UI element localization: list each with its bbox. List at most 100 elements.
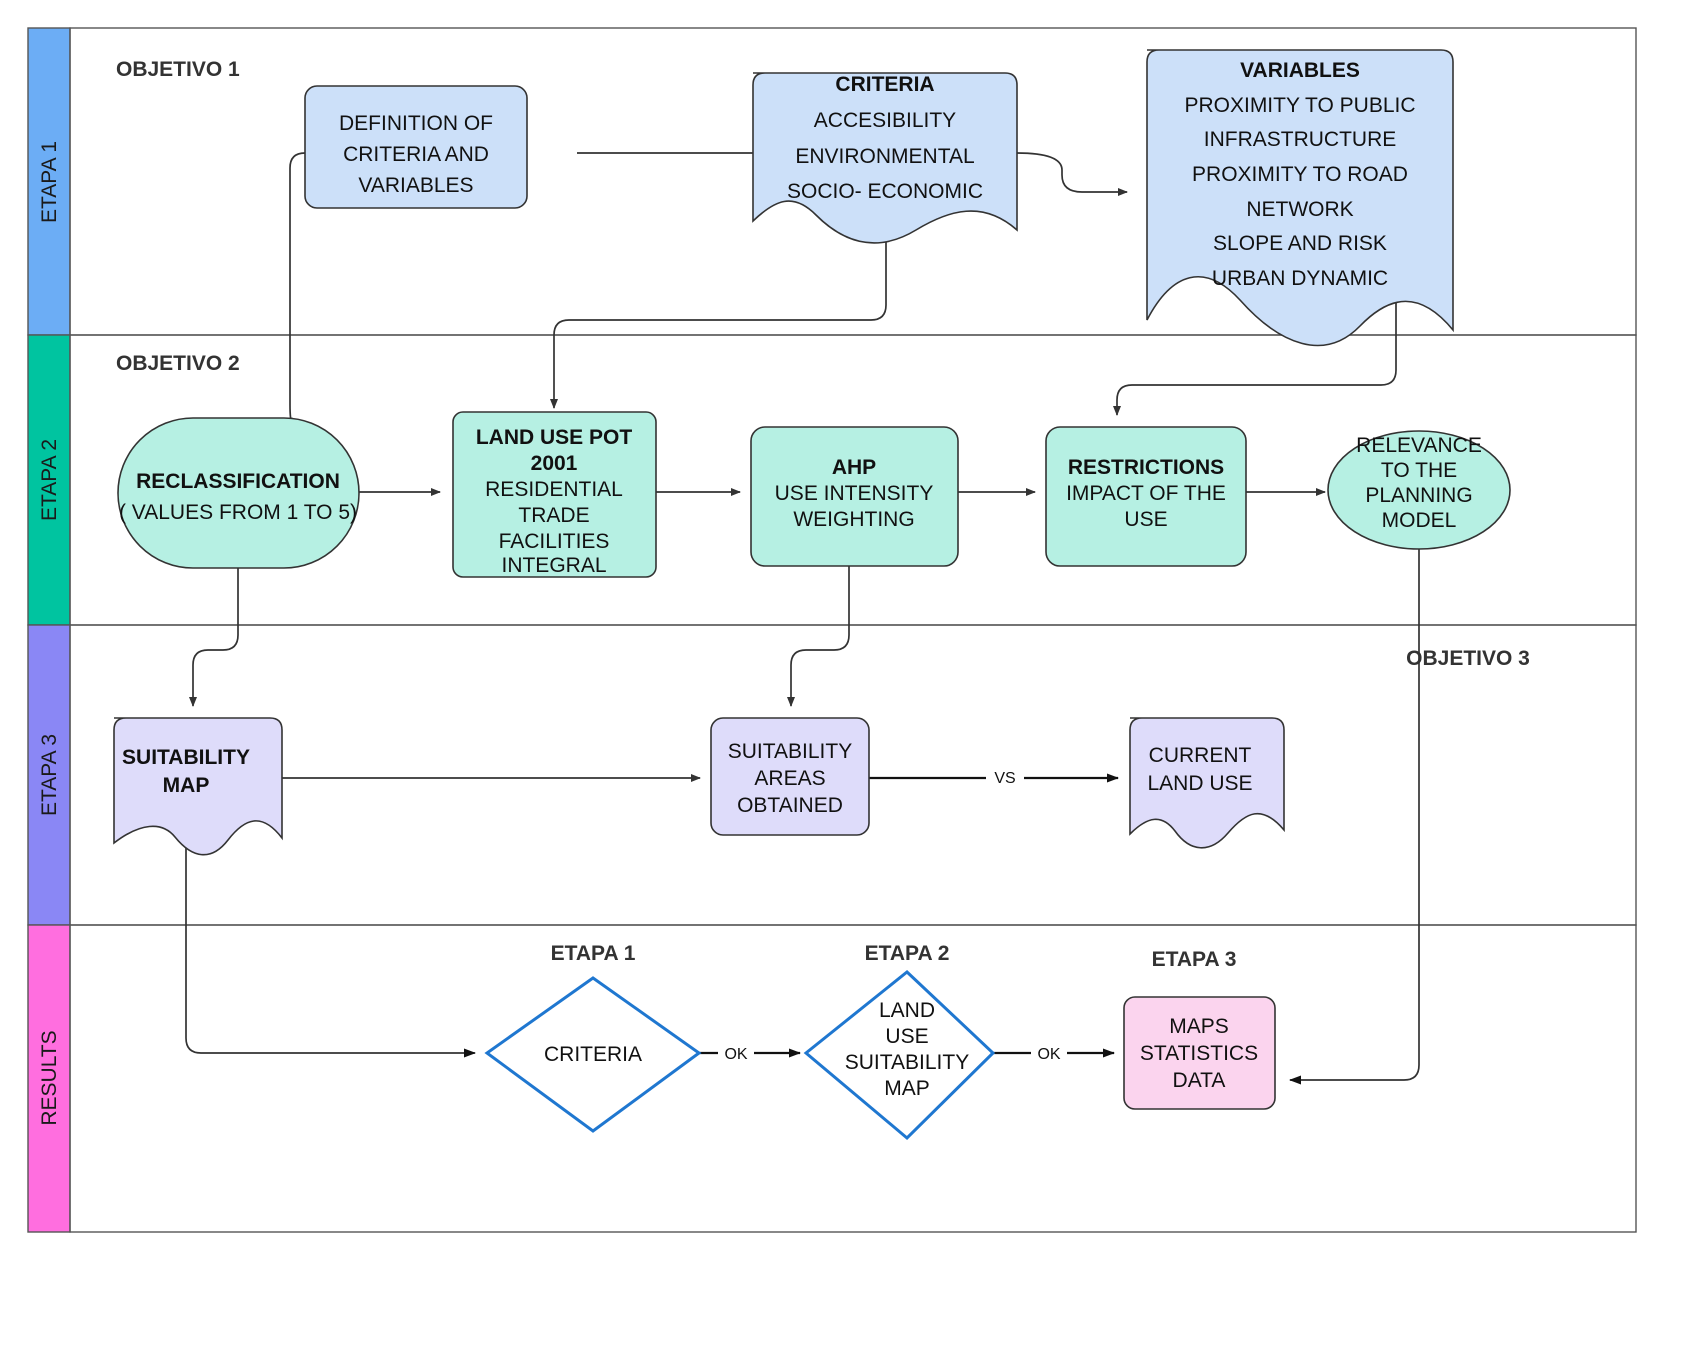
ok2-label-bg — [1031, 1042, 1067, 1064]
node-variables[interactable]: VARIABLES PROXIMITY TO PUBLIC INFRASTRUC… — [1146, 49, 1454, 347]
node-landuse-line-2: RESIDENTIAL — [485, 478, 623, 501]
node-reclassification-line-1: ( VALUES FROM 1 TO 5) — [119, 501, 357, 524]
node-restrictions-line-2: USE — [1124, 508, 1167, 531]
vs-label-bg — [986, 766, 1024, 788]
edge-ahp-to-suitabilityareas — [787, 566, 850, 707]
node-variables-line-2: INFRASTRUCTURE — [1204, 128, 1397, 151]
lane-color-etapa1 — [27, 27, 71, 336]
node-reclassification[interactable]: RECLASSIFICATION ( VALUES FROM 1 TO 5) — [117, 417, 360, 569]
caption-result-criteria: ETAPA 1 — [551, 942, 636, 965]
node-landuse-shape[interactable] — [452, 411, 657, 578]
edge-criteria-to-landuse — [550, 237, 887, 409]
edge-definition-to-reclassification — [288, 152, 306, 427]
node-definition-line-2: VARIABLES — [358, 174, 473, 197]
node-suitability-areas-obtained[interactable]: SUITABILITY AREAS OBTAINED — [710, 717, 870, 836]
node-reclassification-line-0: RECLASSIFICATION — [136, 470, 340, 493]
node-relevance-shape[interactable] — [1327, 430, 1511, 550]
lane-results: RESULTS — [27, 924, 1637, 1233]
node-land-use-pot-2001[interactable]: LAND USE POT 2001 RESIDENTIAL TRADE FACI… — [452, 411, 657, 578]
node-suitabilityareas-line-0: SUITABILITY — [728, 740, 852, 763]
lane-label-etapa1: ETAPA 1 — [38, 141, 61, 223]
node-ahp-line-0: AHP — [832, 456, 876, 479]
node-ahp-shape[interactable] — [750, 426, 959, 567]
caption-result-landusemap: ETAPA 2 — [865, 942, 950, 965]
node-landuse-line-0: LAND USE POT — [476, 426, 633, 449]
lane-etapa2: ETAPA 2 OBJETIVO 2 — [27, 334, 1637, 626]
node-suitability-map[interactable]: SUITABILITY MAP — [113, 717, 283, 856]
edge-variables-to-restrictions — [1113, 300, 1397, 416]
node-relevance-line-0: RELEVANCE — [1356, 434, 1482, 457]
node-variables-line-0: VARIABLES — [1240, 59, 1360, 82]
node-criteria[interactable]: CRITERIA ACCESIBILITY ENVIRONMENTAL SOCI… — [752, 72, 1018, 244]
node-criteria-line-0: CRITERIA — [835, 73, 934, 96]
node-definition-line-0: DEFINITION OF — [339, 112, 493, 135]
node-variables-shape[interactable] — [1146, 49, 1454, 347]
node-variables-line-6: URBAN DYNAMIC — [1212, 267, 1388, 290]
node-variables-line-1: PROXIMITY TO PUBLIC — [1184, 94, 1415, 117]
caption-result-mapsstats: ETAPA 3 — [1152, 948, 1237, 971]
node-result-maps-statistics-data[interactable]: ETAPA 3 MAPS STATISTICS DATA — [1123, 948, 1276, 1110]
node-relevance-line-2: PLANNING — [1365, 484, 1472, 507]
node-result-criteria-shape[interactable] — [484, 976, 702, 1133]
node-result-landusemap-line-0: LAND — [879, 999, 935, 1022]
node-landuse-line-3: TRADE — [518, 504, 589, 527]
node-relevance-to-planning-model[interactable]: RELEVANCE TO THE PLANNING MODEL — [1327, 430, 1511, 550]
node-ahp[interactable]: AHP USE INTENSITY WEIGHTING — [750, 426, 959, 567]
node-landuse-line-5: INTEGRAL — [501, 554, 606, 577]
node-current-land-use[interactable]: CURRENT LAND USE — [1129, 717, 1285, 849]
node-result-mapsstats-shape[interactable] — [1123, 996, 1276, 1110]
lane-label-etapa2: ETAPA 2 — [38, 439, 61, 521]
node-result-mapsstats-line-0: MAPS — [1169, 1015, 1229, 1038]
node-ahp-line-1: USE INTENSITY — [775, 482, 934, 505]
node-currentlanduse-line-0: CURRENT — [1149, 744, 1252, 767]
node-criteria-line-1: ACCESIBILITY — [814, 109, 956, 132]
edge-label-vs: VS — [994, 770, 1015, 787]
node-result-criteria-line-0: CRITERIA — [544, 1043, 642, 1066]
lane-etapa3: ETAPA 3 OBJETIVO 3 — [27, 624, 1637, 926]
lane-label-etapa3: ETAPA 3 — [38, 734, 61, 816]
lane-label-results: RESULTS — [38, 1030, 61, 1125]
node-suitabilityareas-shape[interactable] — [710, 717, 870, 836]
ok1-label-bg — [718, 1042, 754, 1064]
node-landuse-line-1: 2001 — [531, 452, 578, 475]
node-result-land-use-suitability-map[interactable]: ETAPA 2 LAND USE SUITABILITY MAP — [803, 942, 996, 1141]
node-suitabilityareas-line-2: OBTAINED — [737, 794, 843, 817]
lane-body-results — [69, 924, 1637, 1233]
node-relevance-line-3: MODEL — [1382, 509, 1457, 532]
node-restrictions-shape[interactable] — [1045, 426, 1247, 567]
node-relevance-line-1: TO THE — [1381, 459, 1457, 482]
node-result-criteria[interactable]: ETAPA 1 CRITERIA — [484, 942, 702, 1133]
node-reclassification-shape[interactable] — [117, 417, 360, 569]
node-suitabilitymap-line-1: MAP — [163, 774, 210, 797]
node-ahp-line-2: WEIGHTING — [793, 508, 914, 531]
node-result-landusemap-line-2: SUITABILITY — [845, 1051, 969, 1074]
node-definition-of-criteria-and-variables[interactable]: DEFINITION OF CRITERIA AND VARIABLES — [304, 85, 528, 209]
node-suitabilitymap-shape[interactable] — [113, 717, 283, 856]
node-currentlanduse-line-1: LAND USE — [1147, 772, 1252, 795]
edge-labels: VS OK OK — [718, 766, 1067, 1064]
node-criteria-line-2: ENVIRONMENTAL — [795, 145, 974, 168]
node-definition-shape[interactable] — [304, 85, 528, 209]
node-definition-line-1: CRITERIA AND — [343, 143, 489, 166]
objective-label-3: OBJETIVO 3 — [1406, 647, 1530, 670]
edge-suitabilitymap-to-resultcriteria — [185, 838, 476, 1058]
edge-label-ok-1: OK — [724, 1046, 747, 1063]
node-restrictions-line-0: RESTRICTIONS — [1068, 456, 1224, 479]
node-variables-line-3: PROXIMITY TO ROAD — [1192, 163, 1408, 186]
node-landuse-line-4: FACILITIES — [499, 530, 610, 553]
node-result-landusemap-shape[interactable] — [803, 970, 996, 1141]
node-result-mapsstats-line-1: STATISTICS — [1140, 1042, 1258, 1065]
node-suitabilityareas-line-1: AREAS — [754, 767, 825, 790]
node-restrictions[interactable]: RESTRICTIONS IMPACT OF THE USE — [1045, 426, 1247, 567]
node-criteria-line-3: SOCIO- ECONOMIC — [787, 180, 983, 203]
edge-criteria-to-variables — [1016, 152, 1128, 196]
objective-label-2: OBJETIVO 2 — [116, 352, 240, 375]
node-criteria-shape[interactable] — [752, 72, 1018, 244]
node-currentlanduse-shape[interactable] — [1129, 717, 1285, 849]
edge-relevance-to-mapsstats — [1289, 549, 1420, 1085]
node-restrictions-line-1: IMPACT OF THE — [1066, 482, 1226, 505]
node-result-landusemap-line-1: USE — [885, 1025, 928, 1048]
node-suitabilitymap-line-0: SUITABILITY — [122, 746, 250, 769]
objective-label-1: OBJETIVO 1 — [116, 58, 240, 81]
